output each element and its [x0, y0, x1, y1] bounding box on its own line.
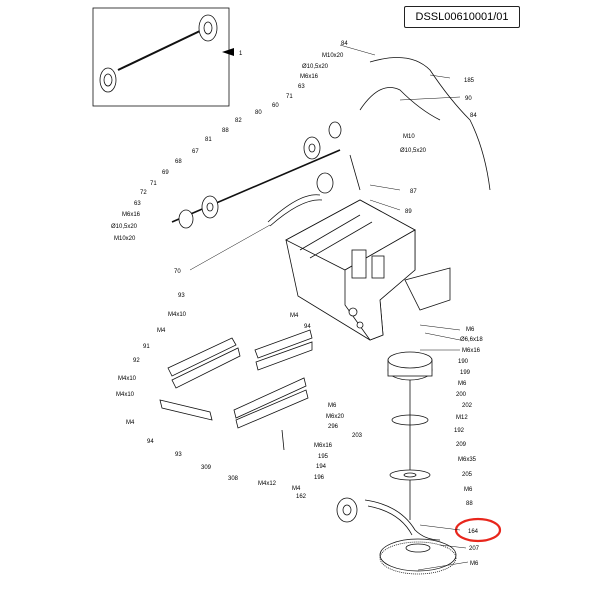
callout-label: 87 — [410, 189, 417, 195]
callout-label: 205 — [462, 472, 473, 478]
callout-label: M6 — [466, 327, 475, 333]
callout-label: M6x16 — [462, 348, 481, 354]
callout-label: M4x10 — [116, 392, 135, 398]
callout-label: 199 — [460, 370, 471, 376]
callout-label: 63 — [298, 84, 305, 90]
callout-label: M4x12 — [258, 481, 277, 487]
callout-label: 309 — [201, 465, 212, 471]
callout-label: 68 — [175, 159, 182, 165]
callout-label: M4 — [290, 313, 299, 319]
callout-label: M6x16 — [314, 443, 333, 449]
callout-label: Ø10,5x20 — [111, 224, 138, 230]
callout-label: Ø10,5x20 — [302, 64, 329, 70]
callout-label: M6x16 — [300, 74, 319, 80]
callout-label: M6x16 — [122, 212, 141, 218]
rear-axle-assembly — [171, 121, 342, 229]
main-frame — [285, 199, 451, 341]
brush-motor-assembly — [387, 351, 433, 520]
callout-label: 93 — [175, 452, 182, 458]
callout-label: M10 — [403, 134, 415, 140]
callout-label: 209 — [456, 442, 467, 448]
callout-label: M12 — [456, 415, 468, 421]
callout-label: 70 — [174, 269, 181, 275]
callout-label: 164 — [468, 529, 479, 535]
callout-label: 81 — [205, 137, 212, 143]
callout-label: 192 — [454, 428, 465, 434]
callout-label: 80 — [255, 110, 262, 116]
callout-label: 196 — [314, 475, 325, 481]
callout-label: 67 — [192, 149, 199, 155]
callout-label: 207 — [469, 546, 480, 552]
callout-label: M4 — [157, 328, 166, 334]
callout-label: Ø10,5x20 — [400, 148, 427, 154]
callout-label: M4 — [126, 420, 135, 426]
side-brush — [379, 538, 457, 575]
callout-label: 202 — [462, 403, 473, 409]
side-brackets — [159, 329, 313, 451]
leader-lines — [189, 44, 469, 571]
document-code: DSSL00610001/01 — [404, 6, 520, 28]
callout-label: 63 — [134, 201, 141, 207]
callout-label: 92 — [133, 358, 140, 364]
callout-label: 93 — [178, 293, 185, 299]
callout-labels: 84 M10x20 Ø10,5x20 M6x16 63 71 60 80 82 … — [111, 41, 483, 567]
callout-label: 185 — [464, 78, 475, 84]
callout-label: 190 — [458, 359, 469, 365]
callout-label: 162 — [296, 494, 307, 500]
callout-label: 194 — [316, 464, 327, 470]
callout-label: M4x10 — [118, 376, 137, 382]
callout-label: M6 — [328, 403, 337, 409]
inset-axle-detail — [92, 7, 230, 107]
callout-label: M6x20 — [326, 414, 345, 420]
callout-label: Ø6,6x18 — [460, 337, 483, 343]
callout-label: 200 — [456, 392, 467, 398]
callout-label: M6 — [458, 381, 467, 387]
callout-label: 69 — [162, 170, 169, 176]
callout-label: 90 — [465, 96, 472, 102]
inset-callout-label: 1 — [239, 51, 243, 57]
callout-label: 203 — [352, 433, 363, 439]
callout-label: 84 — [470, 113, 477, 119]
callout-label: 94 — [304, 324, 311, 330]
callout-label: 89 — [405, 209, 412, 215]
callout-label: 71 — [150, 181, 157, 187]
callout-label: M10x20 — [322, 53, 344, 59]
callout-label: 308 — [228, 476, 239, 482]
callout-label: 60 — [272, 103, 279, 109]
callout-label: 94 — [147, 439, 154, 445]
callout-label: 88 — [222, 128, 229, 134]
inset-arrow-icon — [222, 48, 234, 56]
callout-label: 296 — [328, 424, 339, 430]
callout-label: 72 — [140, 190, 147, 196]
callout-label: 84 — [341, 41, 348, 47]
callout-label: 71 — [286, 94, 293, 100]
callout-label: M10x20 — [114, 236, 136, 242]
callout-label: 195 — [318, 454, 329, 460]
highlight-ring — [454, 517, 502, 543]
callout-label: 88 — [466, 501, 473, 507]
callout-label: 82 — [235, 118, 242, 124]
callout-label: M6 — [464, 487, 473, 493]
callout-label: M6 — [470, 561, 479, 567]
brush-arm-and-wheel — [336, 497, 441, 541]
callout-label: M6x35 — [458, 457, 477, 463]
callout-label: 91 — [143, 344, 150, 350]
callout-label: M4 — [292, 486, 301, 492]
callout-label: M4x10 — [168, 312, 187, 318]
